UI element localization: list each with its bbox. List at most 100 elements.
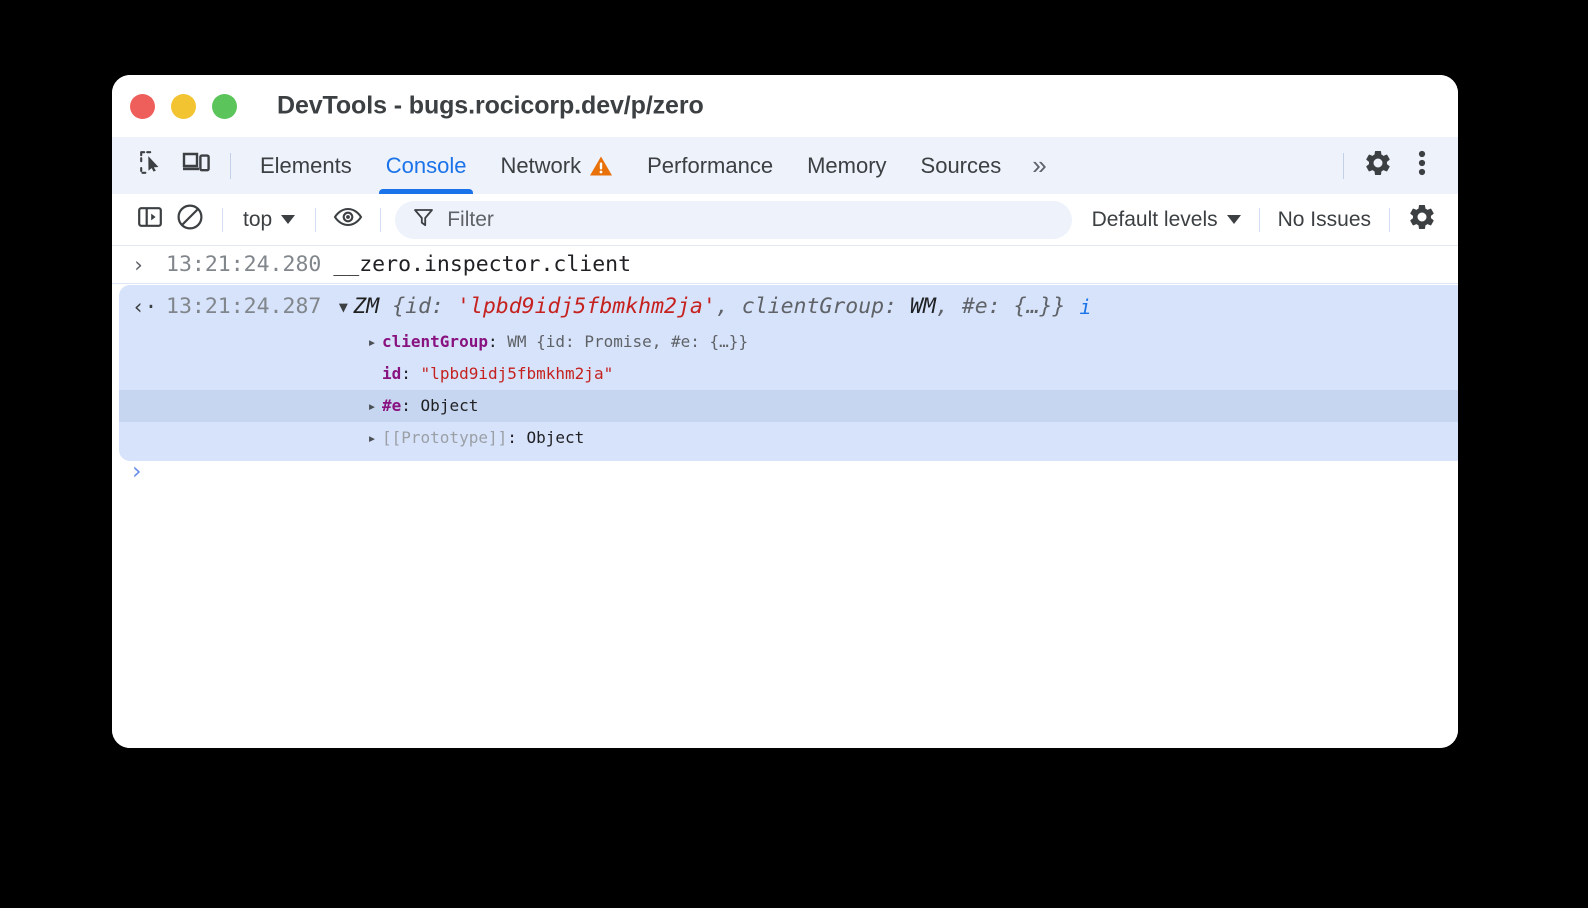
console-toolbar-divider-2 (315, 207, 317, 232)
tab-memory-label: Memory (807, 152, 887, 178)
console-filter-input[interactable] (445, 206, 1054, 233)
property-row-prototype[interactable]: ▸ [[Prototype]] : Object (119, 422, 1458, 454)
preview-value-e: {…} (1013, 294, 1053, 319)
log-levels-label: Default levels (1091, 207, 1218, 231)
inspect-element-icon (139, 150, 165, 181)
console-command-row[interactable]: › 13:21:24.280 __zero.inspector.client (112, 246, 1458, 284)
eye-icon (333, 206, 363, 233)
tab-elements-label: Elements (260, 152, 352, 178)
zoom-button[interactable] (212, 93, 237, 119)
title-bar: DevTools - bugs.rocicorp.dev/p/zero (112, 75, 1458, 137)
info-icon[interactable]: i (1079, 295, 1092, 319)
property-row-e[interactable]: ▸ #e : Object (119, 390, 1458, 422)
console-prompt[interactable]: › (132, 454, 142, 488)
prompt-chevron-icon: › (132, 457, 142, 485)
issues-button[interactable]: No Issues (1272, 205, 1377, 235)
devtools-tab-bar: Elements Console Network Performance Mem… (112, 137, 1458, 194)
property-name: #e (382, 396, 402, 415)
warning-triangle-icon (589, 155, 613, 177)
issues-label: No Issues (1277, 207, 1371, 231)
property-row-id[interactable]: id : "lpbd9idj5fbmkhm2ja" (119, 358, 1458, 390)
expand-triangle-icon[interactable]: ▼ (338, 298, 348, 316)
tab-sources-label: Sources (920, 152, 1002, 178)
property-value: Object (420, 396, 479, 415)
console-settings-button[interactable] (1402, 201, 1442, 239)
chevron-down-icon (281, 215, 296, 224)
clear-console-button[interactable] (170, 201, 210, 239)
console-toolbar-divider-3 (380, 207, 382, 232)
devtools-more-options-button[interactable] (1400, 146, 1444, 186)
console-result-header[interactable]: ‹· 13:21:24.287 ▼ ZM { id: 'lpbd9idj5fbm… (119, 288, 1458, 326)
chevron-double-right-icon: » (1032, 150, 1047, 180)
console-toolbar-divider-1 (222, 207, 223, 232)
gear-icon (1363, 148, 1393, 183)
console-result-group[interactable]: ‹· 13:21:24.287 ▼ ZM { id: 'lpbd9idj5fbm… (119, 285, 1458, 461)
window-controls (112, 93, 237, 119)
clear-console-icon (176, 203, 204, 236)
expand-triangle-icon[interactable]: ▸ (367, 333, 377, 351)
console-filter-box[interactable] (395, 200, 1072, 239)
console-toolbar-divider-4 (1258, 207, 1260, 232)
preview-value-clientgroup: WM (910, 294, 936, 319)
tabbar-right-divider (1343, 152, 1344, 179)
inspect-element-button[interactable] (130, 146, 174, 186)
filter-icon (413, 207, 434, 233)
console-sidebar-toggle-button[interactable] (130, 201, 170, 239)
preview-value-id: 'lpbd9idj5fbmkhm2ja' (456, 294, 716, 319)
expand-triangle-icon[interactable]: ▸ (367, 429, 377, 447)
tab-console-label: Console (385, 152, 467, 178)
result-gutter-icon: ‹· (132, 295, 158, 319)
console-sidebar-icon (137, 204, 163, 235)
result-timestamp: 13:21:24.287 (166, 294, 322, 319)
command-text: __zero.inspector.client (333, 251, 632, 277)
preview-key-id: id: (405, 294, 444, 319)
console-message-list[interactable]: › 13:21:24.280 __zero.inspector.client ‹… (112, 246, 1458, 748)
tab-network[interactable]: Network (483, 138, 630, 194)
execution-context-selector[interactable]: top (235, 205, 303, 235)
property-value: Object (526, 428, 585, 447)
tab-network-label: Network (500, 152, 582, 178)
preview-key-clientgroup: clientGroup: (741, 294, 898, 319)
more-tabs-button[interactable]: » (1018, 150, 1057, 181)
preview-separator-2: , (935, 294, 949, 319)
property-name: id (382, 364, 402, 383)
devtools-settings-button[interactable] (1356, 146, 1400, 186)
property-value: "lpbd9idj5fbmkhm2ja" (420, 364, 614, 383)
expand-triangle-icon[interactable]: ▸ (367, 397, 377, 415)
tabbar-right-actions (1331, 146, 1458, 186)
execution-context-label: top (243, 207, 273, 231)
result-class-name: ZM (353, 294, 380, 319)
device-toolbar-icon (182, 150, 210, 181)
command-gutter-icon: › (132, 252, 145, 277)
property-name: [[Prototype]] (382, 428, 508, 447)
live-expression-button[interactable] (328, 201, 368, 239)
minimize-button[interactable] (171, 93, 196, 119)
property-colon: : (401, 364, 411, 383)
tab-console[interactable]: Console (369, 138, 484, 194)
chevron-down-icon (1226, 215, 1241, 224)
log-levels-selector[interactable]: Default levels (1086, 205, 1247, 235)
three-dot-menu-icon (1418, 149, 1426, 182)
tab-performance[interactable]: Performance (630, 138, 790, 194)
tab-memory[interactable]: Memory (790, 138, 903, 194)
preview-open-brace: { (392, 294, 406, 319)
tab-elements[interactable]: Elements (243, 138, 369, 194)
preview-close-brace: } (1052, 294, 1066, 319)
console-toolbar-divider-5 (1389, 207, 1390, 232)
property-colon: : (401, 396, 411, 415)
close-button[interactable] (130, 93, 155, 119)
devtools-window: DevTools - bugs.rocicorp.dev/p/zero (112, 75, 1458, 748)
command-timestamp: 13:21:24.280 (166, 251, 322, 277)
property-colon: : (487, 332, 498, 351)
tab-performance-label: Performance (647, 152, 774, 178)
property-name: clientGroup (382, 332, 488, 351)
property-row-clientgroup[interactable]: ▸ clientGroup : WM {id: Promise, #e: {…}… (119, 326, 1458, 358)
property-colon: : (507, 428, 517, 447)
property-value: WM {id: Promise, #e: {…}} (507, 332, 749, 351)
window-title: DevTools - bugs.rocicorp.dev/p/zero (277, 91, 704, 120)
console-toolbar: top Default levels (112, 194, 1458, 246)
preview-key-e: #e: (961, 294, 1001, 319)
device-toolbar-button[interactable] (174, 146, 218, 186)
gear-icon (1407, 202, 1437, 237)
tab-sources[interactable]: Sources (904, 138, 1019, 194)
